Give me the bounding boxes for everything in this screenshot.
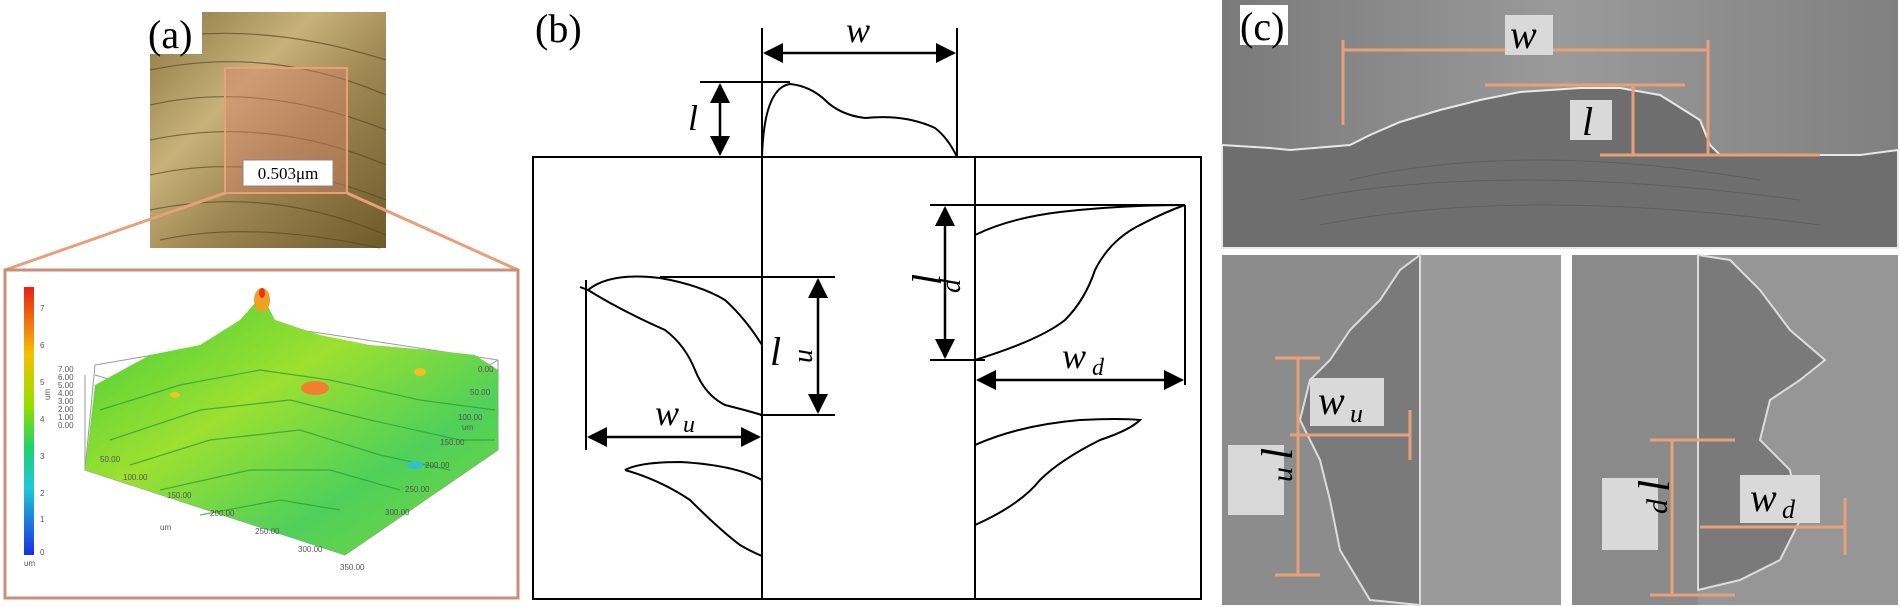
- svg-text:150.00: 150.00: [167, 491, 192, 500]
- colorbar: [24, 287, 34, 555]
- surface-3d: [85, 295, 498, 555]
- sem-l-label-bg: [1570, 100, 1612, 140]
- colorbar-unit: um: [24, 559, 35, 568]
- svg-text:0: 0: [40, 548, 45, 557]
- zoom-connector-right: [346, 191, 519, 272]
- svg-text:1: 1: [40, 515, 45, 524]
- wu-label: w: [655, 393, 679, 433]
- right-lower-burr: [974, 418, 1143, 526]
- w-label: w: [846, 10, 870, 50]
- svg-text:50.00: 50.00: [100, 455, 121, 464]
- svg-text:5: 5: [40, 378, 45, 387]
- ld-burr-top: [974, 204, 1186, 236]
- sem-l-label: l: [1582, 99, 1593, 144]
- panel-a: 0.503μm (a) 7 6 5 4 3 2 1 0 um: [3, 10, 520, 600]
- lu-burr-top: [587, 275, 763, 346]
- sem-wu-label-bg: [1310, 378, 1384, 426]
- panel-a-label-bg: [148, 10, 202, 54]
- sem-wd-label-bg: [1740, 475, 1820, 523]
- y-axis-unit: um: [462, 423, 473, 432]
- ld-subscript: d: [936, 278, 967, 293]
- sem-ld-label-bg: [1602, 478, 1658, 550]
- lu-label: l: [770, 329, 781, 374]
- sem-bl-edge: [1420, 255, 1561, 605]
- ld-label: l: [904, 274, 949, 285]
- sem-ld-label: l: [1630, 480, 1679, 492]
- svg-text:0.00: 0.00: [478, 365, 494, 374]
- z-axis-ticks: 7.00 6.00 5.00 4.00 3.00 2.00 1.00 0.00: [58, 365, 74, 430]
- schematic-frame: [532, 156, 1202, 600]
- sem-w-label-bg: [1505, 15, 1553, 55]
- roughness-box: [242, 159, 334, 187]
- sem-wu-subscript: u: [1350, 399, 1363, 428]
- svg-text:6: 6: [40, 341, 45, 350]
- svg-text:3: 3: [40, 452, 45, 461]
- panel-b-label: (b): [535, 6, 582, 51]
- sem-ld-subscript: d: [1641, 498, 1674, 514]
- lu-burr-bottom: [587, 289, 763, 416]
- panel-b: (b) w l l u w u l: [532, 6, 1202, 600]
- roughness-value: 0.503μm: [258, 164, 319, 183]
- sem-lu-subscript: u: [1266, 467, 1299, 482]
- ld-burr-bottom: [974, 204, 1186, 361]
- colorbar-ticks: 7 6 5 4 3 2 1 0: [40, 304, 45, 557]
- sem-wd-label: w: [1750, 475, 1777, 520]
- svg-text:0.00: 0.00: [58, 421, 74, 430]
- svg-text:2: 2: [40, 489, 45, 498]
- sem-lu-label: l: [1253, 448, 1302, 460]
- svg-text:7.00: 7.00: [58, 365, 74, 374]
- svg-text:4.00: 4.00: [58, 389, 74, 398]
- panel-a-label: (a): [148, 12, 192, 57]
- panel-c-label: (c): [1240, 4, 1284, 49]
- surface-peaks: [170, 288, 426, 469]
- sem-bl-burr: [1298, 253, 1421, 607]
- svg-text:300.00: 300.00: [385, 508, 410, 517]
- x-axis-unit: um: [160, 523, 171, 532]
- lu-subscript: u: [788, 349, 819, 363]
- svg-text:300.00: 300.00: [298, 545, 323, 554]
- panel-c: (c) w l l u w u l d: [1221, 0, 1899, 607]
- sem-wu-label: w: [1318, 378, 1345, 423]
- svg-text:1.00: 1.00: [58, 413, 74, 422]
- sem-top-texture: [1299, 159, 1821, 226]
- svg-text:250.00: 250.00: [255, 527, 280, 536]
- sem-w-label: w: [1510, 12, 1537, 57]
- x-axis-ticks: 50.00 100.00 150.00 200.00 250.00 300.00…: [100, 455, 365, 572]
- sem-wd-subscript: d: [1782, 495, 1796, 524]
- svg-text:200.00: 200.00: [210, 509, 235, 518]
- sem-top-burr: [1221, 87, 1899, 249]
- svg-text:4: 4: [40, 415, 45, 424]
- svg-text:100.00: 100.00: [458, 413, 483, 422]
- svg-text:200.00: 200.00: [425, 461, 450, 470]
- wd-subscript: d: [1092, 355, 1105, 381]
- panel-c-label-bg: [1240, 5, 1288, 45]
- l-label: l: [688, 98, 698, 138]
- svg-text:2.00: 2.00: [58, 405, 74, 414]
- wd-label: w: [1062, 336, 1086, 376]
- svg-text:6.00: 6.00: [58, 373, 74, 382]
- surface-ridges: [99, 369, 496, 516]
- svg-text:50.00: 50.00: [470, 388, 491, 397]
- svg-text:7: 7: [40, 304, 45, 313]
- svg-text:250.00: 250.00: [405, 485, 430, 494]
- wu-subscript: u: [683, 412, 695, 438]
- top-burr-profile: [761, 82, 958, 158]
- svg-text:150.00: 150.00: [440, 438, 465, 447]
- left-lower-burr-top: [624, 460, 763, 481]
- svg-text:350.00: 350.00: [340, 563, 365, 572]
- sem-lu-label-bg: [1228, 445, 1284, 515]
- y-axis-ticks: 0.00 50.00 100.00 150.00 200.00 250.00 3…: [385, 365, 494, 517]
- z-axis-unit: um: [43, 389, 52, 400]
- left-lower-burr-bottom: [624, 469, 763, 557]
- zoom-connector-left: [4, 191, 226, 272]
- svg-text:3.00: 3.00: [58, 397, 74, 406]
- svg-text:5.00: 5.00: [58, 381, 74, 390]
- svg-text:100.00: 100.00: [123, 473, 148, 482]
